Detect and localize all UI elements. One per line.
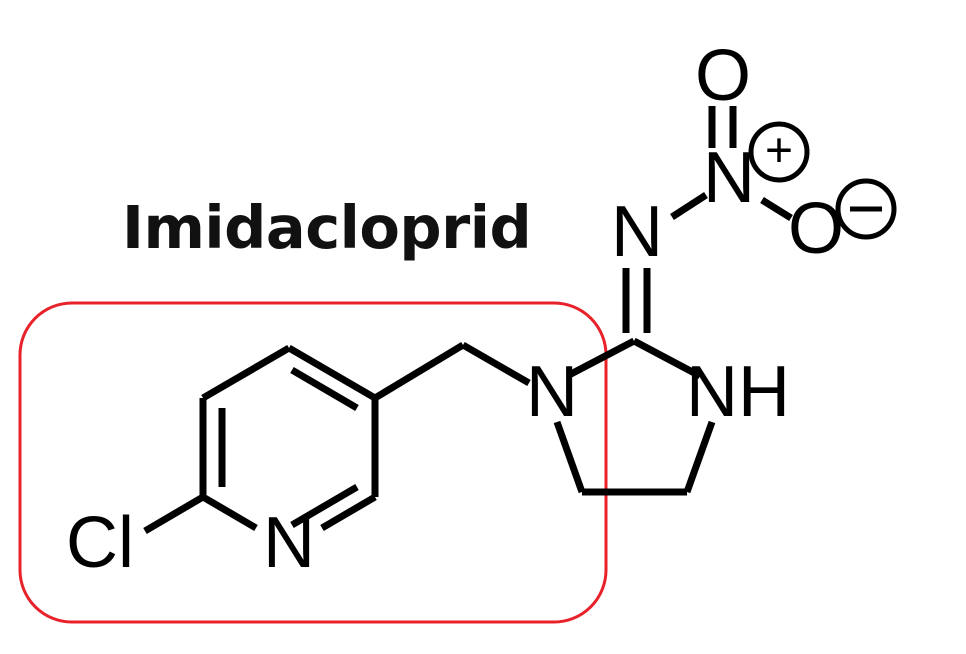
bond-c4-c5 [287,344,377,402]
bond-imine-n-to-nitro-n [670,192,708,220]
bond-imid-n3-c4 [683,420,716,494]
nitro-nitrogen-label: N [703,138,755,218]
bond-c5-ch2 [373,342,465,401]
methylene-linker [373,341,531,401]
positive-charge-glyph: + [765,125,793,178]
bond-c2-cl [143,493,205,535]
nitro-oxygen-anion-label: O [788,189,844,269]
bond-n1-c2 [201,493,258,532]
bond-ch2-n1ring [461,341,531,387]
negative-charge-symbol [835,178,897,240]
bond-c6-n1 [320,493,377,532]
nitro-oxygen-double-label: O [695,36,751,116]
imidazolidine-nitrogen-label: N [526,352,578,432]
imidazolidine-ring [553,337,716,496]
aromatic-inner-line-2 [290,366,359,412]
page-title: Imidacloprid [122,193,532,262]
bond-imid-c5-n1 [553,420,586,494]
pyridine-ring [199,344,379,532]
imine-nitrogen-label: N [611,192,663,272]
pyridine-nitrogen-label: N [263,503,315,583]
nitro-double-bond-to-oxygen [708,106,737,148]
imine-double-bond [622,268,651,333]
chlorine-label: Cl [66,503,134,583]
bond-imid-n1-c2 [567,337,636,379]
bond-c3-c4 [201,344,291,402]
positive-charge-symbol: + [748,121,810,183]
aromatic-inner-line-3 [290,483,359,529]
bond-nitro-n-to-oxygen-anion [760,197,793,221]
bond-imid-c2-n3 [632,337,702,380]
negative-charge-circle [835,178,897,240]
chloropyridinyl-methyl-highlight [18,301,608,624]
positive-charge-circle [748,121,810,183]
imidazolidine-nh-label: NH [686,352,790,432]
